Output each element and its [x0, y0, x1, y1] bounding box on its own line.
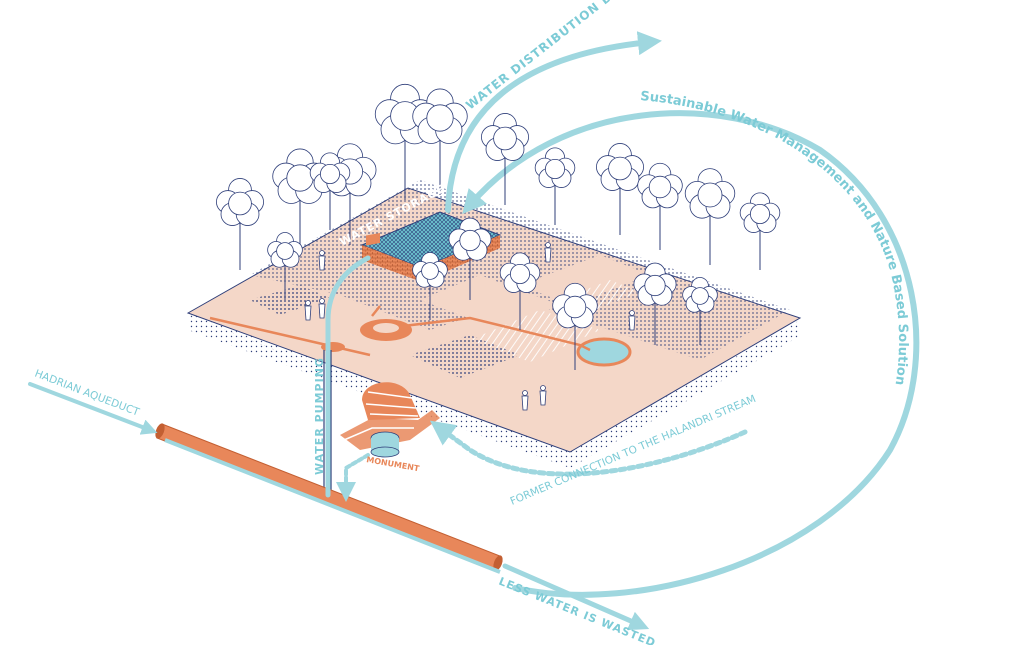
tree-icon: [534, 147, 576, 225]
tree-icon: [684, 168, 736, 265]
tree-icon: [412, 252, 448, 320]
person-icon: [521, 390, 529, 411]
person-icon: [318, 298, 326, 319]
person-icon: [544, 242, 552, 263]
tree-icon: [552, 282, 598, 370]
person-icon: [304, 300, 312, 321]
label-water-distribution: WATER DISTRIBUTION BY EYDAP: [463, 0, 665, 112]
tree-icon: [267, 232, 303, 300]
label-water-pumping: WATER PUMPING: [313, 357, 326, 475]
pumping-pipes: [323, 350, 332, 495]
label-less-water: LESS WATER IS WASTED: [497, 575, 658, 645]
person-icon: [628, 310, 636, 331]
tree-icon: [309, 152, 351, 230]
person-icon: [539, 385, 547, 406]
tree-icon: [448, 217, 492, 300]
tree-icon: [412, 88, 468, 195]
tree-icon: [739, 192, 781, 270]
people-group: [304, 242, 636, 411]
tree-icon: [596, 143, 644, 235]
tree-icon: [637, 162, 683, 250]
tree-icon: [499, 252, 541, 330]
person-icon: [318, 250, 326, 271]
trees-group: [216, 83, 781, 370]
water-flow-arrows: [28, 31, 920, 631]
tree-icon: [682, 277, 718, 345]
tree-icon: [216, 178, 264, 270]
pond: [576, 337, 632, 367]
tree-icon: [481, 113, 529, 205]
monument: [340, 382, 440, 458]
label-monument: MONUMENT: [366, 455, 421, 473]
tree-icon: [633, 262, 677, 345]
